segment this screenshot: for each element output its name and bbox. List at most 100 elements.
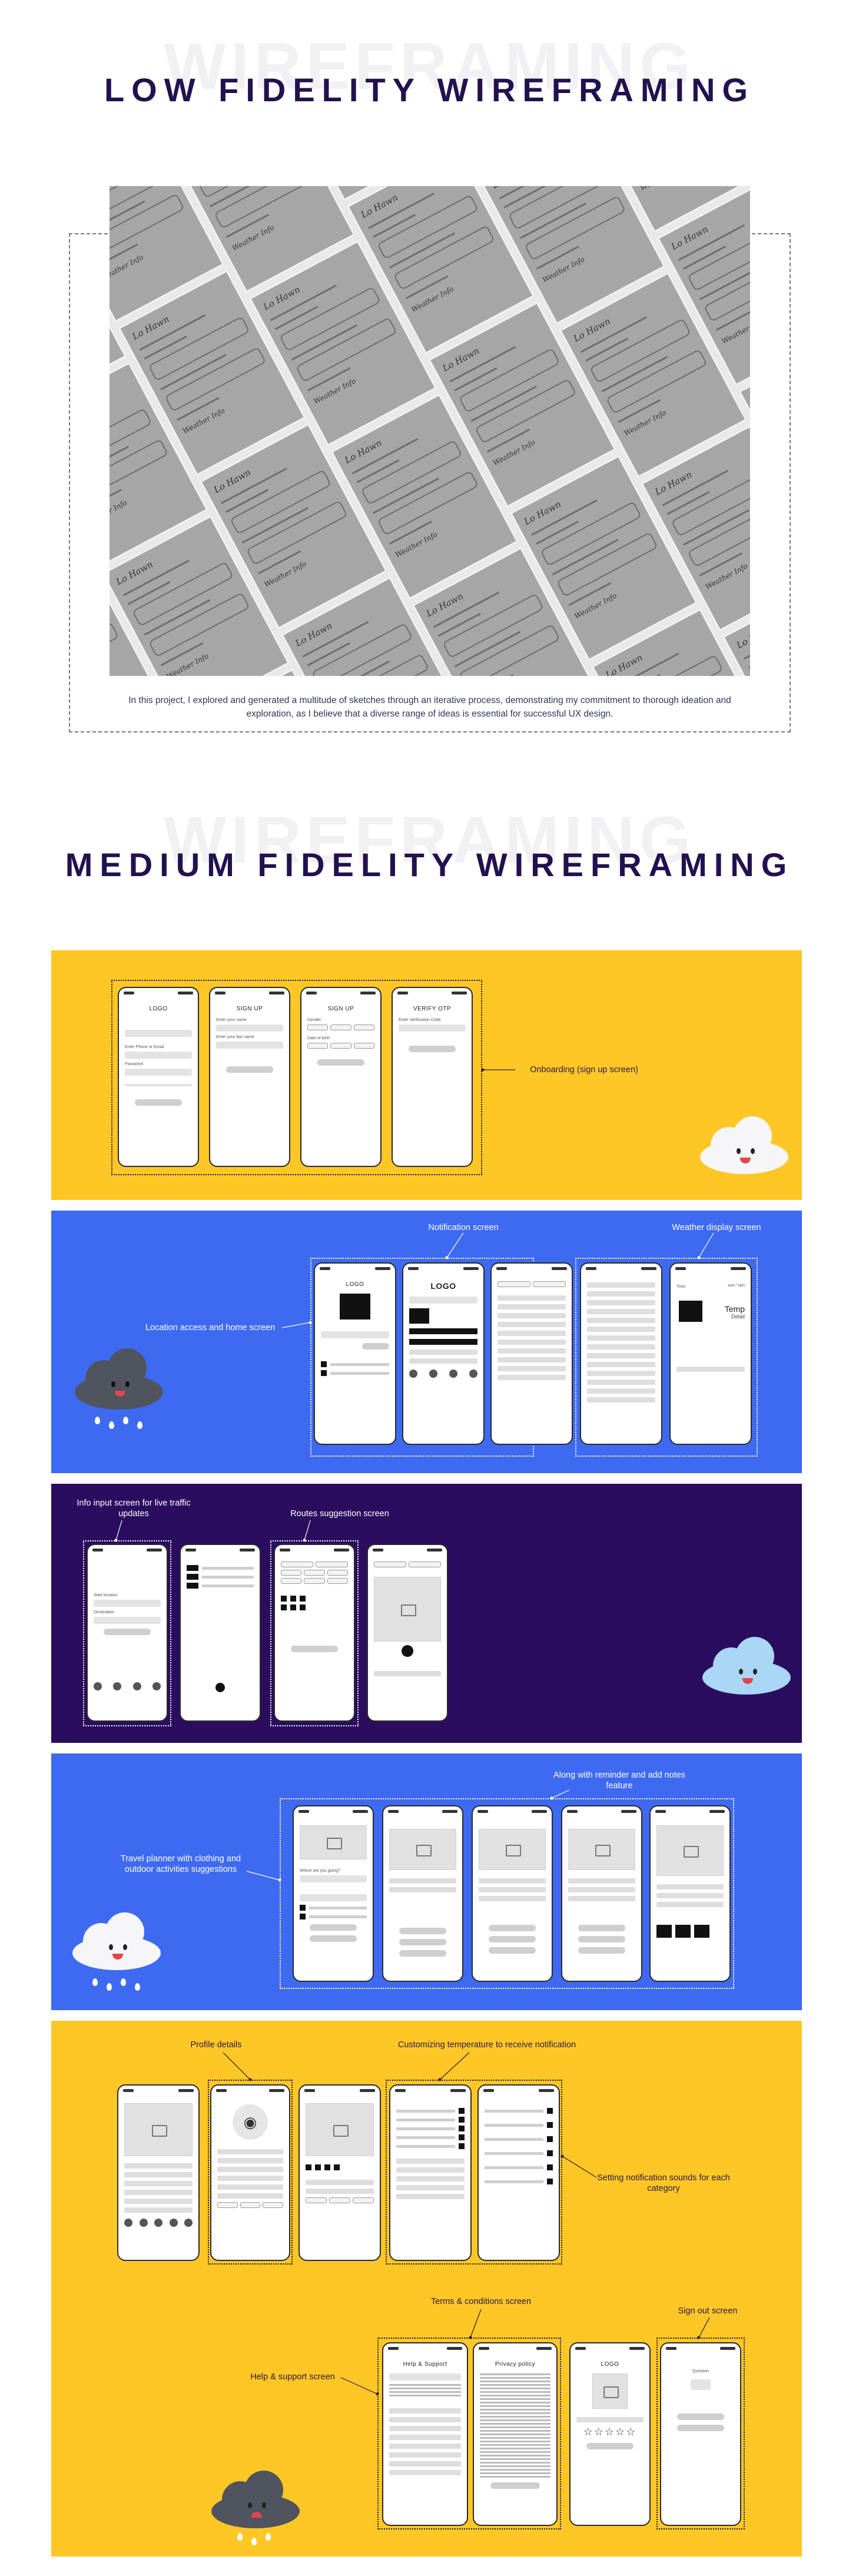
privacy-title: Privacy policy <box>495 2361 536 2368</box>
background-title: WIREFRAMING <box>163 29 695 103</box>
start-location-label: Start location <box>94 1593 118 1597</box>
annotation-sounds: Setting notification sounds for each cat… <box>597 2173 730 2193</box>
onboarding-group <box>111 980 482 1175</box>
home-band: LOGO LOGO Time sun / rain Temp Detail No… <box>51 1211 802 1473</box>
planner-screen: Where are you going? <box>293 1805 374 1982</box>
next-button[interactable] <box>226 1066 273 1073</box>
background-title: WIREFRAMING <box>163 803 695 877</box>
gender-male[interactable] <box>307 1025 329 1030</box>
sketch-subtext: Weather Info <box>110 654 131 676</box>
go-button[interactable] <box>291 1646 338 1652</box>
time-label: Time <box>676 1285 686 1289</box>
login-screen: LOGO Enter Phone or Email Password <box>118 987 199 1167</box>
rain-cloud-icon <box>211 2471 300 2559</box>
annotation-weather: Weather display screen <box>672 1223 761 1232</box>
happy-cloud-icon <box>702 1637 791 1696</box>
location-access-screen: LOGO <box>314 1262 396 1445</box>
signout-screen: Question <box>660 2342 741 2526</box>
temperature-preferences-screen <box>389 2084 472 2261</box>
plan-button[interactable] <box>310 1924 357 1931</box>
login-button[interactable] <box>135 1099 182 1106</box>
traffic-input-screen: Start location Destination <box>87 1544 168 1722</box>
activities-screen <box>649 1805 731 1982</box>
annotation-planner: Travel planner with clothing and outdoor… <box>120 1854 241 1874</box>
camera-icon[interactable]: ◉ <box>233 2104 268 2140</box>
routes-group <box>270 1540 359 1726</box>
submit-button[interactable] <box>586 2443 634 2449</box>
birth-label: Date of birth <box>307 1036 330 1040</box>
signout-cancel-button[interactable] <box>677 2425 724 2431</box>
annotation-profile: Profile details <box>190 2040 242 2050</box>
signup-screen-2: SIGN UP Gender Date of birth <box>300 987 382 1167</box>
weather-label: sun / rain <box>728 1284 745 1288</box>
routes-list-screen <box>490 1262 573 1445</box>
settings-group <box>386 2080 562 2265</box>
traffic-band: Start location Destination Info input sc… <box>51 1484 802 1743</box>
home-screen: LOGO <box>402 1262 485 1445</box>
traffic-input-group <box>83 1540 171 1726</box>
accept-button[interactable] <box>490 2482 540 2489</box>
annotation-notification: Notification screen <box>428 1223 499 1232</box>
annotation-help: Help & support screen <box>250 2372 335 2382</box>
allow-button[interactable] <box>361 1343 389 1350</box>
signout-group <box>656 2338 745 2529</box>
signup-title: SIGN UP <box>327 1006 354 1012</box>
weather-group <box>575 1258 758 1457</box>
temp-label: Temp <box>724 1304 745 1314</box>
verify-button[interactable] <box>409 1046 456 1052</box>
settings-band: ◉ Help & Support Privacy po <box>51 2021 802 2557</box>
logo-text: LOGO <box>346 1281 364 1288</box>
weather-display-screen: Time sun / rain Temp Detail <box>669 1262 752 1445</box>
annotation-signout: Sign out screen <box>678 2306 738 2316</box>
happy-cloud-icon <box>72 1912 161 2007</box>
annotation-customizing: Customizing temperature to receive notif… <box>397 2040 576 2050</box>
last-name-label: Enter your last name <box>216 1035 254 1039</box>
happy-cloud-icon <box>700 1116 788 1175</box>
notes-screen <box>561 1805 642 1982</box>
help-support-title: Help & Support <box>403 2361 447 2368</box>
section-title: MEDIUM FIDELITY WIREFRAMING <box>65 846 794 883</box>
rain-cloud-icon <box>75 1348 163 1443</box>
search-route-button[interactable] <box>104 1629 151 1635</box>
profile-edit-screen <box>299 2084 381 2261</box>
detail-label: Detail <box>731 1314 745 1320</box>
gender-other[interactable] <box>353 1025 374 1030</box>
profile-details-screen: ◉ <box>210 2084 290 2261</box>
onboarding-band: LOGO Enter Phone or Email Password SIGN … <box>51 950 802 1200</box>
password-label: Password <box>125 1062 143 1066</box>
annotation-reminder: Along with reminder and add notes featur… <box>553 1771 686 1791</box>
verify-otp-screen: VERIFY OTP Enter Verification Code <box>392 987 473 1167</box>
rating-stars[interactable]: ☆☆☆☆☆ <box>583 2426 637 2438</box>
signout-confirm-button[interactable] <box>677 2413 724 2420</box>
logo-text: LOGO <box>149 1006 168 1012</box>
notification-sounds-screen <box>477 2084 560 2261</box>
privacy-policy-screen: Privacy policy <box>473 2342 558 2526</box>
planner-band: Where are you going? Along <box>51 1753 802 2010</box>
annotation-location: Location access and home screen <box>145 1323 276 1332</box>
gender-label: Gender <box>307 1018 321 1022</box>
name-label: Enter your name <box>216 1018 247 1022</box>
help-support-screen: Help & Support <box>382 2342 468 2526</box>
logo-text: LOGO <box>601 2361 619 2368</box>
routes-suggestion-screen <box>274 1544 355 1722</box>
lofi-caption: In this project, I explored and generate… <box>128 695 731 719</box>
planner-group <box>280 1798 734 1989</box>
verification-label: Enter Verification Code <box>399 1018 441 1022</box>
route-map-screen <box>367 1544 448 1722</box>
where-going-label: Where are you going? <box>300 1869 340 1873</box>
reminder-screen <box>472 1805 553 1982</box>
logo-text: LOGO <box>430 1281 456 1291</box>
continue-button[interactable] <box>317 1059 364 1066</box>
trip-detail-screen <box>382 1805 463 1982</box>
gender-female[interactable] <box>330 1025 351 1030</box>
annotation-terms: Terms & conditions screen <box>430 2297 532 2306</box>
signup-title: SIGN UP <box>236 1006 263 1012</box>
annotation-routes: Routes suggestion screen <box>290 1509 389 1519</box>
signup-screen-1: SIGN UP Enter your name Enter your last … <box>209 987 290 1167</box>
annotation-onboarding: Onboarding (sign up screen) <box>530 1065 638 1075</box>
annotation-traffic: Info input screen for live traffic updat… <box>77 1498 191 1519</box>
notification-screen <box>580 1262 662 1445</box>
destination-label: Destination <box>94 1610 115 1614</box>
sketch-subtext: Weather Info <box>639 186 737 192</box>
